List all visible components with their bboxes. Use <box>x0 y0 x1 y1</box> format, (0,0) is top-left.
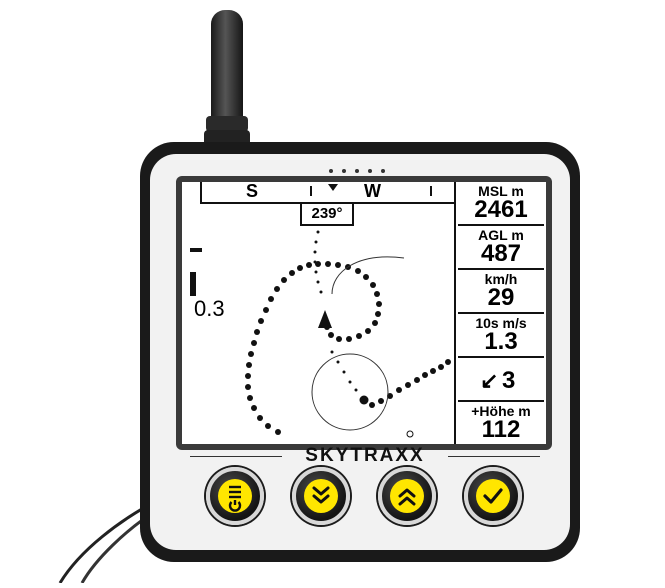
brand-bar: SKYTRAXX <box>190 445 540 466</box>
thermal-track <box>245 220 451 435</box>
brand-line-left <box>190 456 282 457</box>
field-gain-value: 112 <box>481 416 521 443</box>
field-climb: 10s m/s 1.3 <box>458 312 544 358</box>
thermal-circle <box>311 353 389 431</box>
menu-power-icon <box>228 485 242 512</box>
field-climb-value: 1.3 <box>484 328 518 355</box>
vario-bar <box>190 248 202 252</box>
arrow-down-left-icon: ↙ <box>480 368 499 393</box>
screen: S W 239° 0.3 MSL m 2461 AGL m 487 km/h 2… <box>182 182 546 444</box>
menu-power-button[interactable] <box>206 467 264 525</box>
field-msl-label: MSL m <box>478 183 524 199</box>
field-wind: ↙ 3 <box>458 356 544 402</box>
double-chevron-up-icon <box>398 488 416 506</box>
glider-arrow-icon <box>318 310 332 328</box>
field-agl-label: AGL m <box>478 227 524 243</box>
scroll-down-button[interactable] <box>292 467 350 525</box>
brand-logo: SKYTRAXX <box>305 445 425 466</box>
vario-level <box>190 272 196 296</box>
field-agl-value: 487 <box>480 240 522 267</box>
field-wind-value: 3 <box>502 367 516 394</box>
compass-marker <box>328 184 338 191</box>
thermal-circle-arc <box>331 256 405 295</box>
vario-readout: 0.3 <box>194 296 225 321</box>
compass-left-heading: S <box>246 182 259 201</box>
field-gain: +Höhe m 112 <box>458 400 544 444</box>
compass-tick <box>310 186 312 196</box>
field-climb-label: 10s m/s <box>475 315 527 331</box>
double-chevron-down-icon <box>312 486 330 504</box>
compass-tick <box>430 186 432 196</box>
field-msl-value: 2461 <box>474 196 528 223</box>
waypoint-icon <box>406 430 414 438</box>
compass-right-heading: W <box>364 182 381 201</box>
flight-map <box>190 220 451 438</box>
data-column: MSL m 2461 AGL m 487 km/h 29 10s m/s 1.3… <box>454 182 546 444</box>
bearing-box: 239° <box>300 202 354 226</box>
confirm-button[interactable] <box>464 467 522 525</box>
checkmark-icon <box>483 488 503 504</box>
compass-tape: S W <box>200 182 456 204</box>
field-speed-value: 29 <box>487 284 515 311</box>
field-speed-label: km/h <box>484 271 518 287</box>
field-msl: MSL m 2461 <box>458 182 544 224</box>
bearing-value: 239° <box>311 205 343 222</box>
brand-line-right <box>448 456 540 457</box>
field-speed: km/h 29 <box>458 268 544 314</box>
scroll-up-button[interactable] <box>378 467 436 525</box>
field-agl: AGL m 487 <box>458 224 544 270</box>
field-gain-label: +Höhe m <box>471 403 531 419</box>
